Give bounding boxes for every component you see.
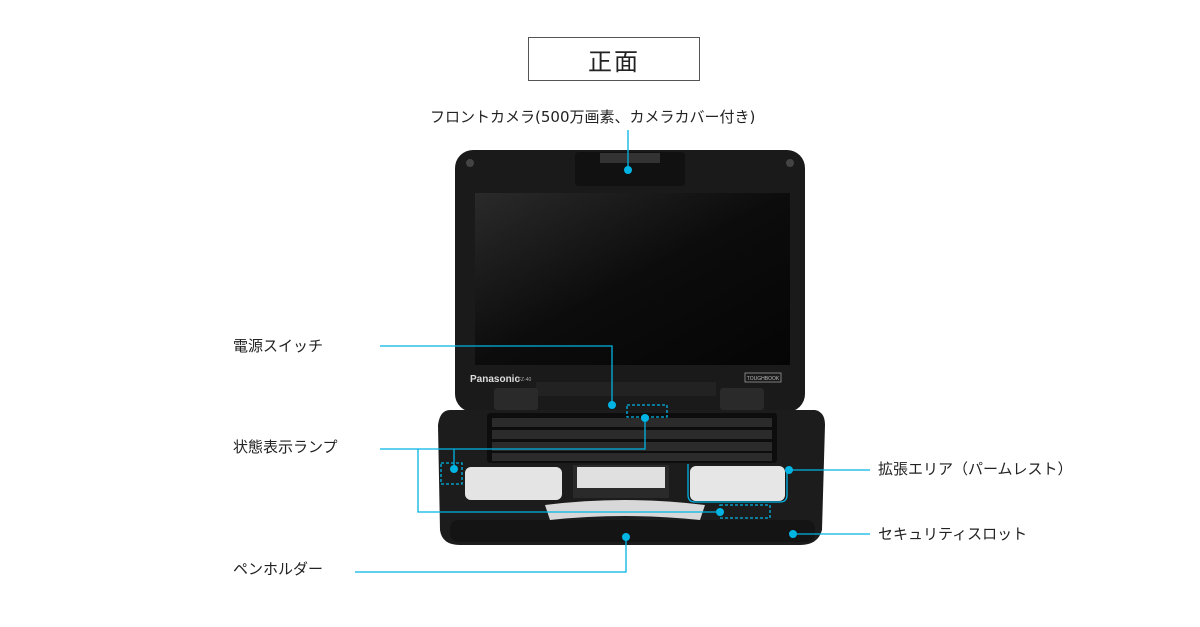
model-label: FZ-40: [518, 377, 532, 383]
display-screen: [475, 193, 790, 365]
callout-lines: [355, 130, 870, 573]
callout-power-switch: 電源スイッチ: [233, 337, 324, 355]
laptop-illustration: Panasonic FZ-40 TOUGHBOOK: [438, 150, 825, 545]
page-title: 正面: [528, 37, 700, 81]
callout-front-camera: フロントカメラ(500万画素、カメラカバー付き): [430, 108, 756, 126]
toughbook-badge: TOUGHBOOK: [747, 376, 780, 382]
carry-handle: [545, 500, 705, 520]
callout-security-slot: セキュリティスロット: [878, 525, 1028, 543]
callout-dots: [450, 166, 797, 541]
callout-status-lamps: 状態表示ランプ: [233, 438, 338, 456]
brand-logo: Panasonic: [470, 374, 520, 385]
callout-expansion-area: 拡張エリア（パームレスト）: [878, 460, 1073, 478]
touchpad: [577, 467, 665, 488]
callout-pen-holder: ペンホルダー: [233, 560, 324, 578]
